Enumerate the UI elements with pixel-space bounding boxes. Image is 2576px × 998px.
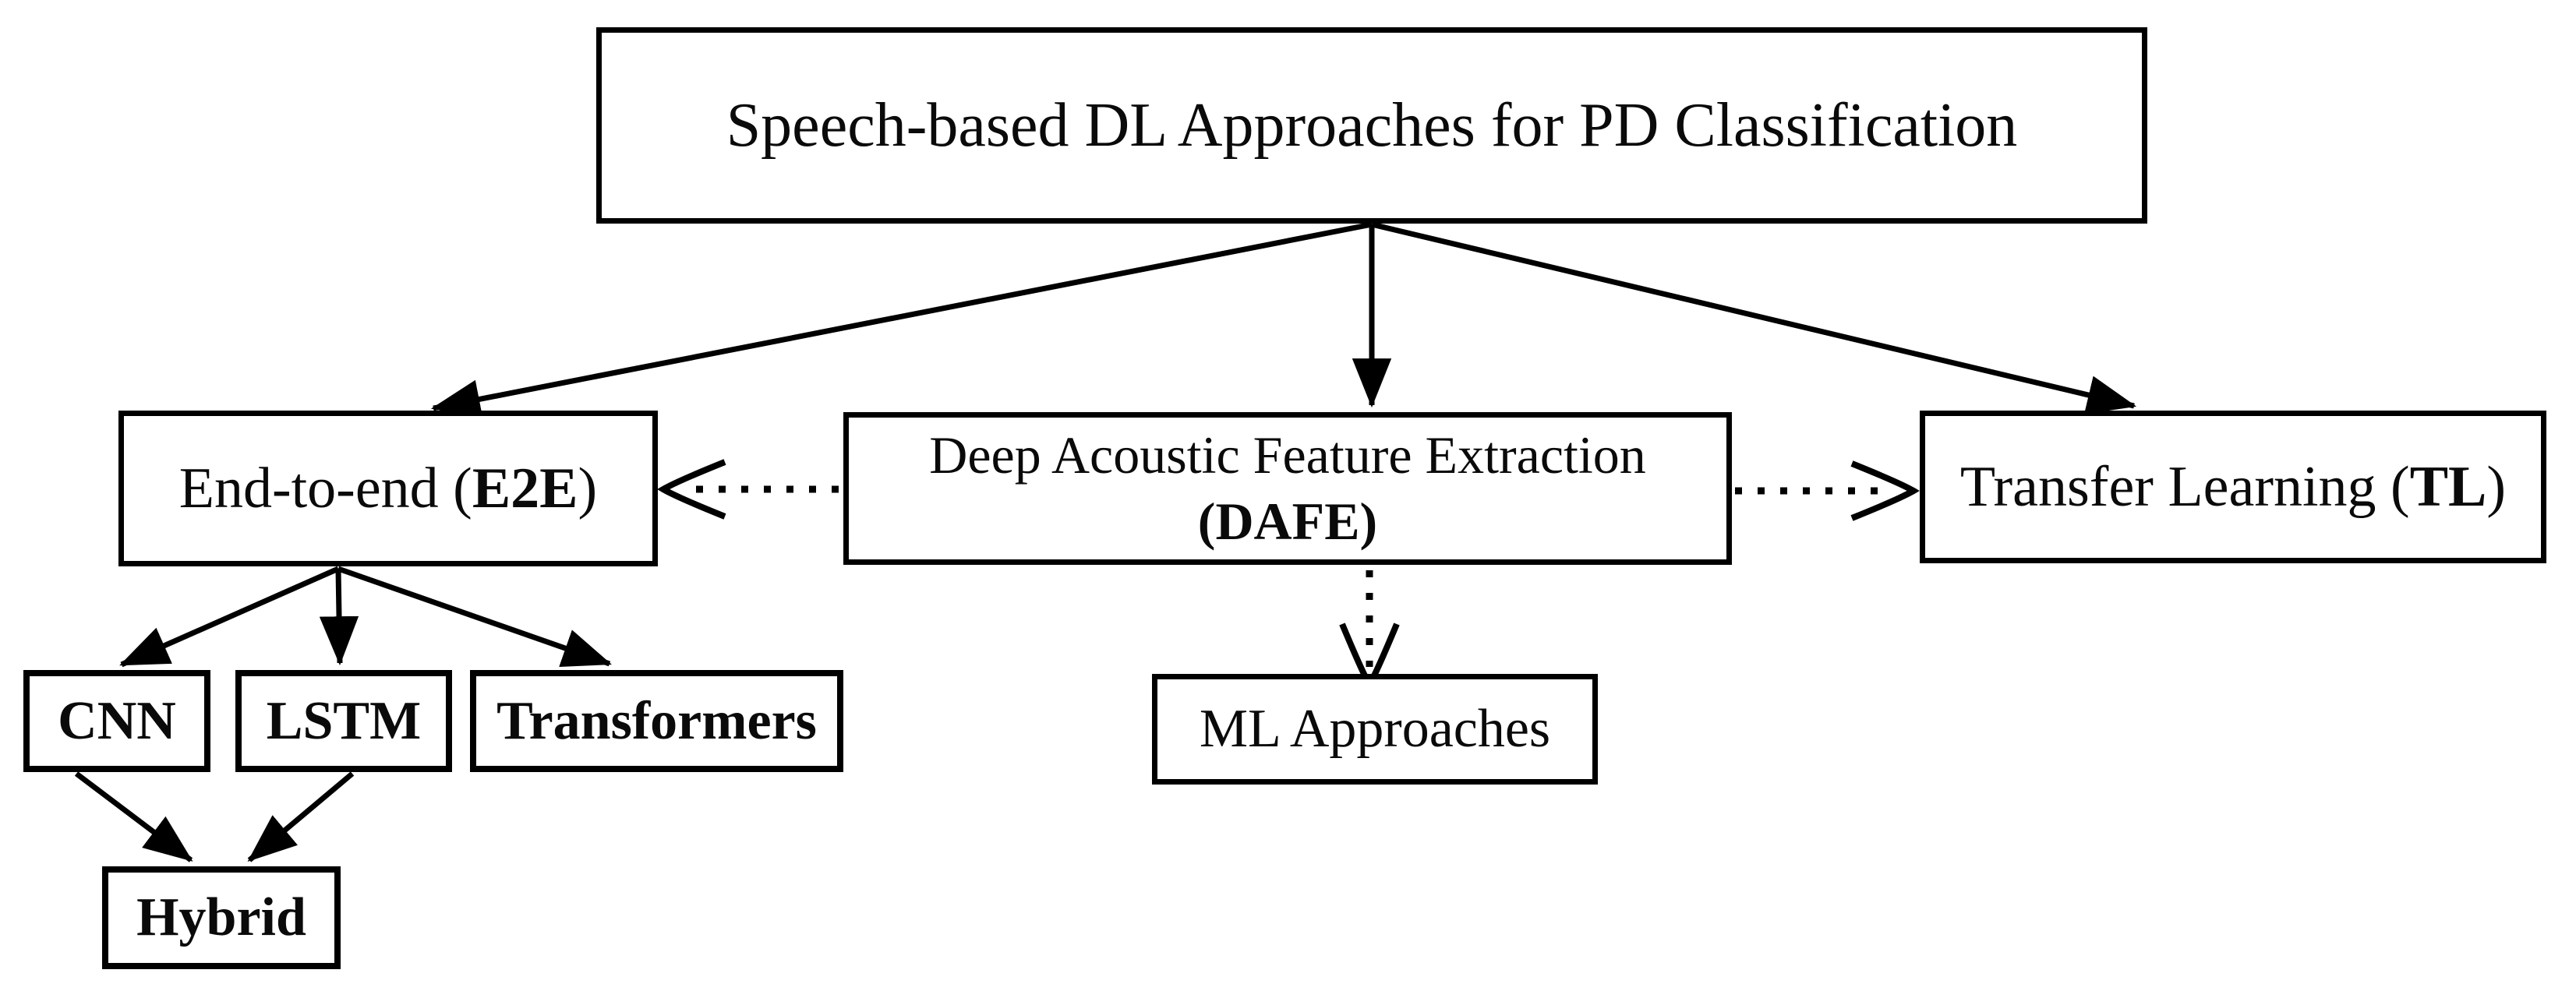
node-lstm-label: LSTM (266, 690, 422, 751)
edge-root-e2e (430, 221, 1373, 419)
node-lstm: LSTM (235, 670, 452, 772)
node-transformers-label: Transformers (496, 690, 817, 751)
node-dafe-label: Deep Acoustic Feature Extraction(DAFE) (929, 425, 1646, 551)
node-ml-label: ML Approaches (1199, 699, 1551, 760)
edge-e2e-lstm (319, 568, 359, 666)
edge-dafe-e2e-arrowhead (657, 459, 726, 520)
node-root-label: Speech-based DL Approaches for PD Classi… (726, 91, 2018, 160)
node-hybrid-label: Hybrid (136, 887, 306, 948)
node-dafe: Deep Acoustic Feature Extraction(DAFE) (843, 412, 1732, 565)
node-e2e: End-to-end (E2E) (118, 411, 658, 566)
node-hybrid: Hybrid (102, 866, 341, 969)
node-transformers: Transformers (470, 670, 843, 772)
edge-cnn-hybrid (74, 771, 193, 862)
node-root: Speech-based DL Approaches for PD Classi… (596, 27, 2147, 224)
edge-dafe-tl-arrowhead (1850, 460, 1920, 521)
node-tl-label: Transfer Learning (TL) (1959, 454, 2507, 519)
node-cnn: CNN (23, 670, 210, 772)
edge-lstm-hybrid (247, 771, 355, 862)
edge-e2e-cnn (119, 566, 340, 668)
node-ml: ML Approaches (1152, 674, 1598, 785)
edge-e2e-transformers (337, 566, 612, 667)
node-tl: Transfer Learning (TL) (1920, 411, 2546, 563)
node-cnn-label: CNN (58, 690, 176, 751)
edge-root-tl (1371, 221, 2137, 414)
node-e2e-label: End-to-end (E2E) (178, 456, 598, 520)
